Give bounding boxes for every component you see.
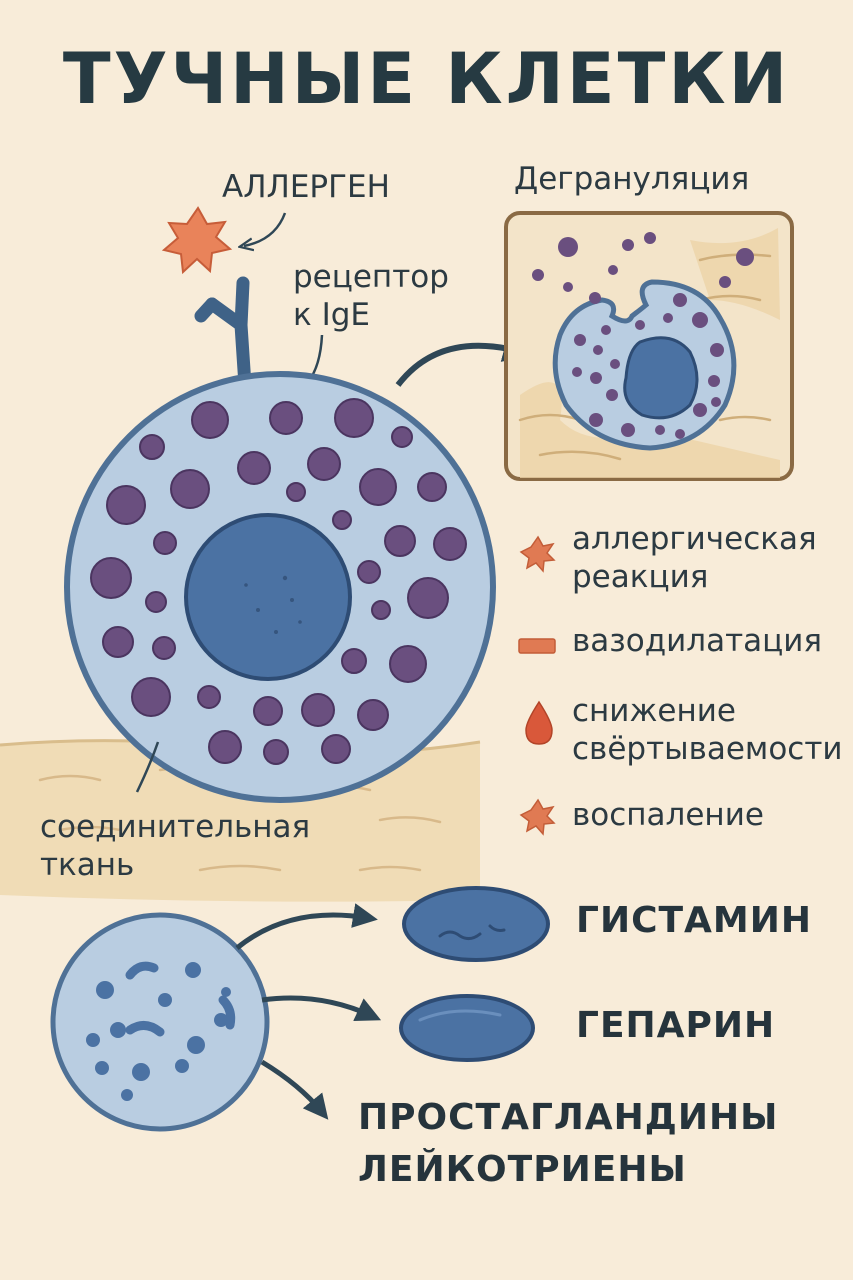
legend-drop-icon <box>525 700 553 745</box>
degranulation-arrow <box>395 332 534 387</box>
legend-inflammation-icon <box>519 798 556 836</box>
allergen-label: АЛЛЕРГЕН <box>222 169 390 205</box>
ige-receptor <box>194 276 252 392</box>
connective-tissue-label: соединительная ткань <box>40 809 311 883</box>
histamine-label: ГИСТАМИН <box>576 900 812 941</box>
degranulation-panel <box>504 211 794 481</box>
degranulation-label: Дегрануляция <box>514 161 750 197</box>
legend-bar-icon <box>518 638 556 654</box>
legend-starburst-icon <box>519 535 556 573</box>
histamine-arrow <box>235 903 378 950</box>
allergen-icon <box>161 206 233 275</box>
legend-label: воспаление <box>572 797 764 833</box>
legend-label: аллергическая реакция <box>572 521 817 595</box>
lipid-mediators-label: ПРОСТАГЛАНДИНЫ ЛЕЙКОТРИЕНЫ <box>358 1097 779 1190</box>
legend-label: вазодилатация <box>572 623 823 659</box>
mast-cell <box>64 371 496 803</box>
heparin-granule <box>399 994 535 1062</box>
receptor-label: рецептор к IgE <box>293 259 449 333</box>
heparin-label: ГЕПАРИН <box>576 1005 776 1046</box>
histamine-granule <box>402 886 550 962</box>
secretory-cell <box>50 912 270 1132</box>
page-title: ТУЧНЫЕ КЛЕТКИ <box>62 38 791 120</box>
lipid-mediators-arrow <box>260 1059 329 1120</box>
tissue-arrow <box>135 741 160 793</box>
heparin-arrow <box>261 995 382 1022</box>
legend-label: снижение свёртываемости <box>572 693 843 767</box>
allergen-arrow <box>244 212 287 246</box>
